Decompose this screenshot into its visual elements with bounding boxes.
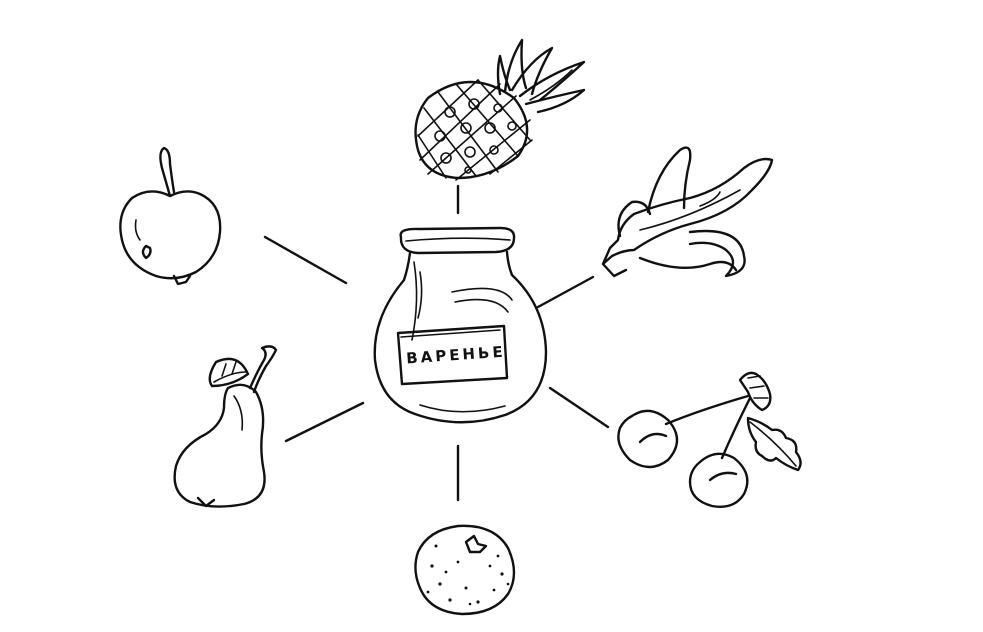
cherry-icon: [617, 371, 802, 508]
jar-label: ВАРЕНЬЕ: [406, 343, 507, 368]
connector-cherry: [548, 386, 610, 429]
connector-pear: [284, 401, 365, 443]
connector-apple: [263, 235, 348, 285]
pineapple-icon: [414, 38, 586, 181]
apple-icon: [119, 146, 222, 286]
banana-icon: [601, 146, 774, 278]
orange-icon: [414, 524, 516, 616]
pear-icon: [173, 345, 278, 508]
connectors: [263, 184, 610, 502]
jam-jar-icon: ВАРЕНЬЕ: [373, 226, 548, 424]
connector-banana: [536, 275, 595, 309]
